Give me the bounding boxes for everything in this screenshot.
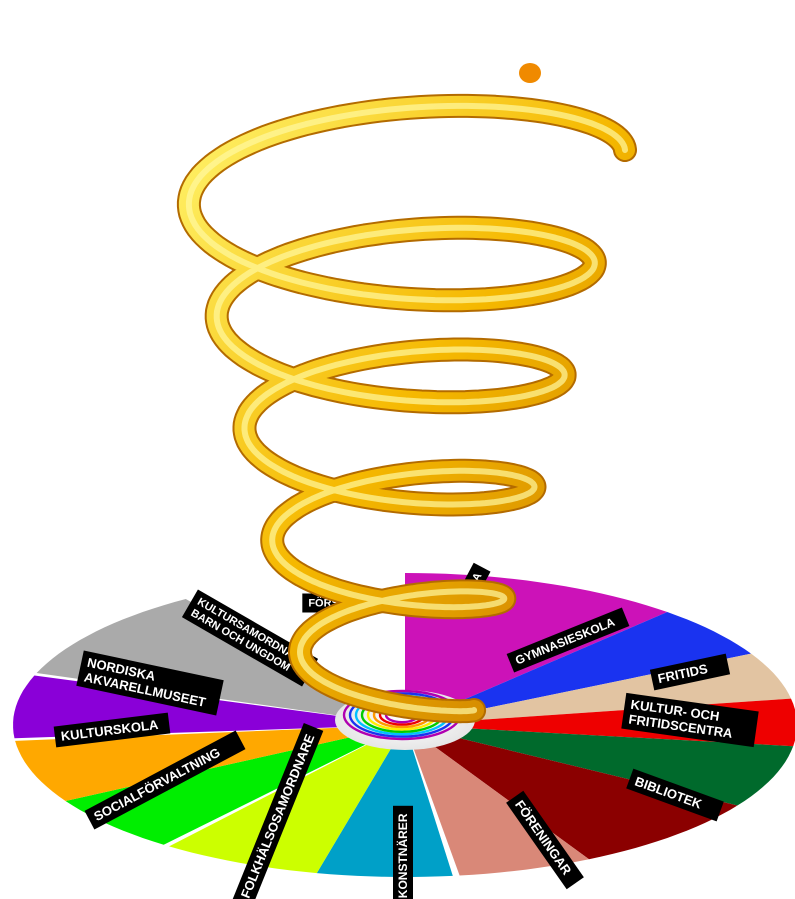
- spring-end-cap: [519, 63, 541, 83]
- label-text: KONSTNÄRER: [395, 813, 410, 898]
- label-konstnarer: KONSTNÄRER: [393, 806, 413, 899]
